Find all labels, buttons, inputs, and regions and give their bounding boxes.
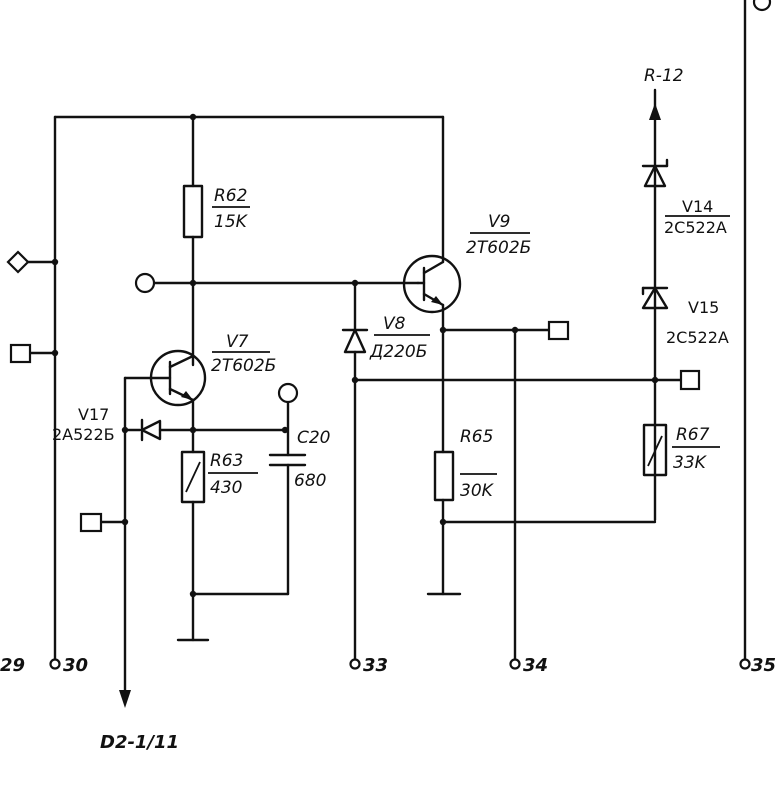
pin-29: 29 <box>0 655 25 676</box>
zener-v15 <box>641 286 669 310</box>
r65-value: 30K <box>460 481 495 501</box>
zener-v14 <box>641 158 669 188</box>
square-terminal-emitter[interactable] <box>547 320 570 341</box>
open-terminal-base[interactable] <box>134 272 156 294</box>
v14-ref: V14 <box>682 197 713 216</box>
v15-ref: V15 <box>688 298 719 317</box>
v7-part: 2T602Б <box>211 356 276 376</box>
pin-33[interactable]: 33 <box>349 655 389 676</box>
resistor-r67 <box>642 423 668 477</box>
r63-ref: R63 <box>210 451 243 471</box>
diamond-terminal[interactable] <box>6 250 30 274</box>
resistor-r63 <box>180 428 206 642</box>
pin-35[interactable]: 35 <box>739 655 777 676</box>
r12-net-label: R-12 <box>644 66 684 86</box>
r62-ref: R62 <box>214 186 247 206</box>
r67-value: 33K <box>673 453 708 473</box>
open-terminal-c20[interactable] <box>277 382 299 404</box>
v17-ref: V17 <box>78 405 109 424</box>
diode-v8 <box>341 281 369 662</box>
v7-ref: V7 <box>226 332 249 352</box>
svg-text:30: 30 <box>63 655 88 676</box>
c20-ref: C20 <box>297 428 331 448</box>
square-terminal-lower-left[interactable] <box>79 512 103 533</box>
d2-net-label: D2-1/11 <box>100 732 179 753</box>
svg-text:34: 34 <box>523 655 548 676</box>
v15-part: 2C522A <box>666 328 729 347</box>
svg-text:35: 35 <box>751 655 776 676</box>
resistor-r65 <box>433 450 455 596</box>
svg-text:29: 29 <box>0 655 25 676</box>
pin-30[interactable]: 30 <box>49 655 89 676</box>
pin-34[interactable]: 34 <box>509 655 549 676</box>
v14-part: 2C522A <box>664 218 727 237</box>
v9-ref: V9 <box>488 212 510 232</box>
transistor-v7 <box>123 349 207 432</box>
square-terminal-left[interactable] <box>9 343 32 364</box>
r65-ref: R65 <box>460 427 493 447</box>
v17-part: 2A522Б <box>52 425 115 444</box>
capacitor-c20 <box>191 400 307 596</box>
r63-value: 430 <box>210 478 242 498</box>
resistor-r62 <box>182 115 204 367</box>
diode-v17 <box>140 418 287 442</box>
v8-part: Д220Б <box>369 342 427 362</box>
v8-ref: V8 <box>383 314 406 334</box>
c20-value: 680 <box>294 471 326 491</box>
r67-ref: R67 <box>676 425 710 445</box>
v9-part: 2T602Б <box>466 238 531 258</box>
square-terminal-right-middle[interactable] <box>679 369 701 391</box>
r62-value: 15K <box>214 212 249 232</box>
transistor-v9 <box>402 115 462 454</box>
svg-text:33: 33 <box>363 655 388 676</box>
left-rail <box>26 113 445 662</box>
